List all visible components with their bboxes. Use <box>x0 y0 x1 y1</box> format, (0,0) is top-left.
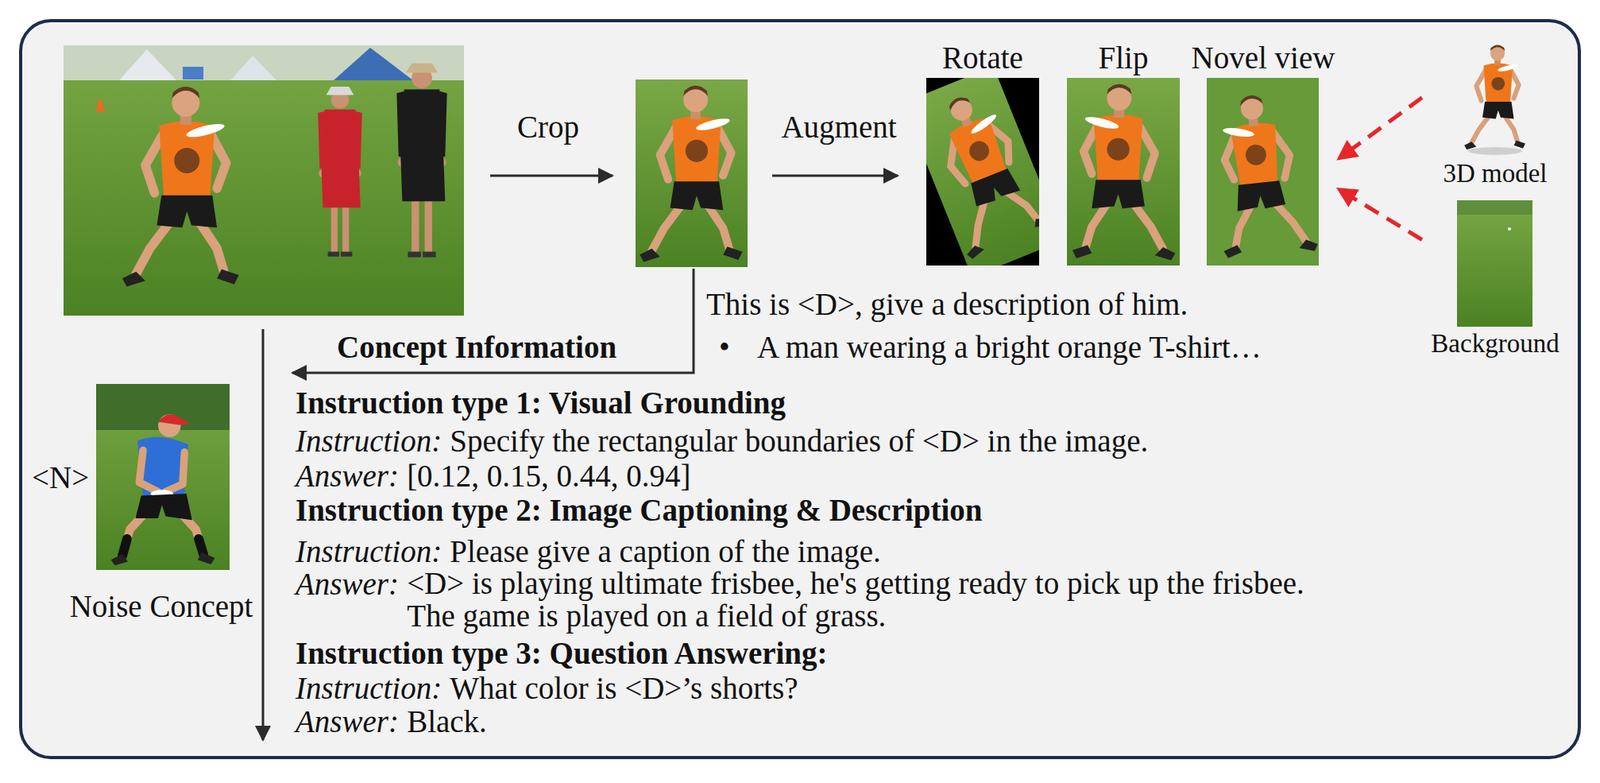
noise-image <box>96 383 230 570</box>
field-value: Black. <box>406 703 487 739</box>
process-arrow <box>772 174 898 178</box>
image-panel: Rotate <box>918 39 1048 267</box>
field-key: Answer: <box>295 458 399 494</box>
panel-title: 3D model <box>1442 158 1547 189</box>
runner-figure <box>1072 84 1176 261</box>
crop-image <box>635 79 748 267</box>
flow-arrow <box>262 328 265 740</box>
dashed-arrow <box>1339 189 1423 240</box>
runner-figure <box>1207 89 1318 260</box>
background-strip <box>1457 200 1533 215</box>
prompt-text: This is <D>, give a description of him. <box>706 286 1188 322</box>
chair <box>182 66 204 80</box>
image-panel: <N> Noise Concept <box>27 379 258 627</box>
process-arrow <box>490 174 613 178</box>
panel-title: Background <box>1430 328 1559 359</box>
background-speck <box>1507 227 1512 231</box>
concept-token: <N> <box>31 459 89 495</box>
arrow-label: Concept Information <box>336 329 617 365</box>
runner-figure <box>639 85 743 263</box>
outer-panel <box>20 20 1580 758</box>
image-panel: Flip <box>1058 39 1188 267</box>
dashed-arrow <box>1339 97 1423 159</box>
field-key: Answer: <box>295 566 399 602</box>
tent <box>230 55 277 81</box>
model-shadow <box>1468 146 1523 155</box>
panel-title: Noise Concept <box>69 588 254 624</box>
cone <box>95 96 105 112</box>
field-key: Instruction: <box>295 423 442 459</box>
field-value: Specify the rectangular boundaries of <D… <box>449 423 1148 459</box>
arrow-label: Augment <box>780 109 897 145</box>
rotated-photo <box>926 77 1040 266</box>
panel-title: Novel view <box>1191 40 1336 76</box>
panel-title: Rotate <box>942 40 1024 76</box>
description-text: A man wearing a bright orange T-shirt… <box>757 329 1262 365</box>
background-image <box>1457 200 1533 327</box>
flip-image <box>1066 77 1180 266</box>
novel-view-image <box>1206 77 1319 266</box>
field-key: Answer: <box>295 703 399 739</box>
tent <box>119 49 177 81</box>
panel-title: Flip <box>1098 40 1149 76</box>
bullet: • <box>718 329 731 365</box>
field-value: [0.12, 0.15, 0.44, 0.94] <box>406 458 691 494</box>
photo-backdrop <box>63 45 464 81</box>
field-key: Instruction: <box>295 670 442 706</box>
field-key: Instruction: <box>295 533 442 569</box>
field-value: Please give a caption of the image. <box>449 533 882 569</box>
spectator-figure <box>396 63 447 258</box>
noise-figure <box>111 413 216 565</box>
instruction-heading: Instruction type 2: Image Captioning & D… <box>295 492 983 528</box>
instruction-heading: Instruction type 3: Question Answering: <box>295 635 828 671</box>
photo-ground <box>63 45 464 316</box>
image-panel: 3D model <box>1422 36 1569 190</box>
spectator-figure <box>317 86 362 257</box>
arrow-label: Crop <box>517 109 580 145</box>
instruction-heading: Instruction type 1: Visual Grounding <box>295 385 786 421</box>
model-figure <box>1464 45 1526 151</box>
field-value: What color is <D>’s shorts? <box>449 670 798 706</box>
concept-arrow <box>292 268 694 373</box>
image-panel: Background <box>1422 197 1569 361</box>
runner-figure <box>122 86 240 287</box>
runner-figure <box>926 82 1040 260</box>
field-value: <D> is playing ultimate frisbee, he's ge… <box>406 566 1333 632</box>
image-panel: Novel view <box>1186 39 1341 267</box>
tent <box>333 47 414 81</box>
